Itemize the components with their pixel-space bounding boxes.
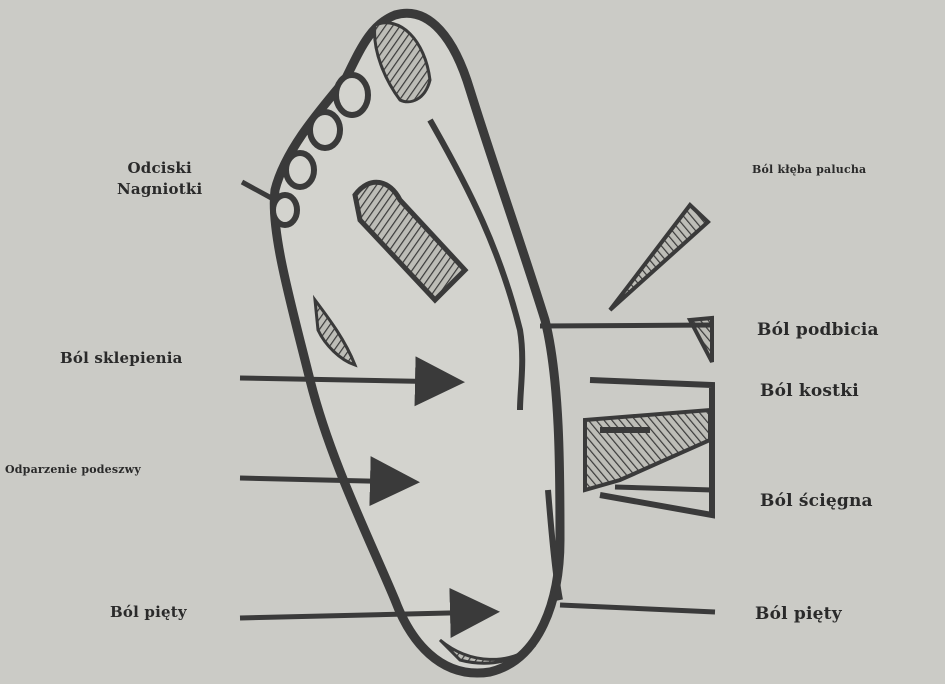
ball-pain-wedge xyxy=(610,205,708,310)
ankle-hatching xyxy=(585,410,710,490)
pointer-odciski xyxy=(242,182,275,200)
label-bol-sciegna: Ból ścięgna xyxy=(760,491,873,511)
label-bol-sklepienia: Ból sklepienia xyxy=(60,349,183,367)
label-bol-kostki: Ból kostki xyxy=(760,381,859,401)
pointer-podbicia xyxy=(540,325,712,326)
label-odciski: Odciski xyxy=(128,159,192,177)
label-bol-piety-left: Ból pięty xyxy=(110,603,187,621)
label-odparzenie-podeszwy: Odparzenie podeszwy xyxy=(5,463,141,476)
label-bol-podbicia: Ból podbicia xyxy=(757,320,879,340)
pointer-sciegna xyxy=(615,487,712,490)
label-odciski-nagniotki: Odciski Nagniotki xyxy=(117,158,202,200)
label-bol-kleba-palucha: Ból kłęba palucha xyxy=(752,163,866,176)
label-bol-piety-right: Ból pięty xyxy=(755,604,842,624)
label-nagniotki: Nagniotki xyxy=(117,180,202,198)
pointer-piety-right xyxy=(560,605,715,612)
